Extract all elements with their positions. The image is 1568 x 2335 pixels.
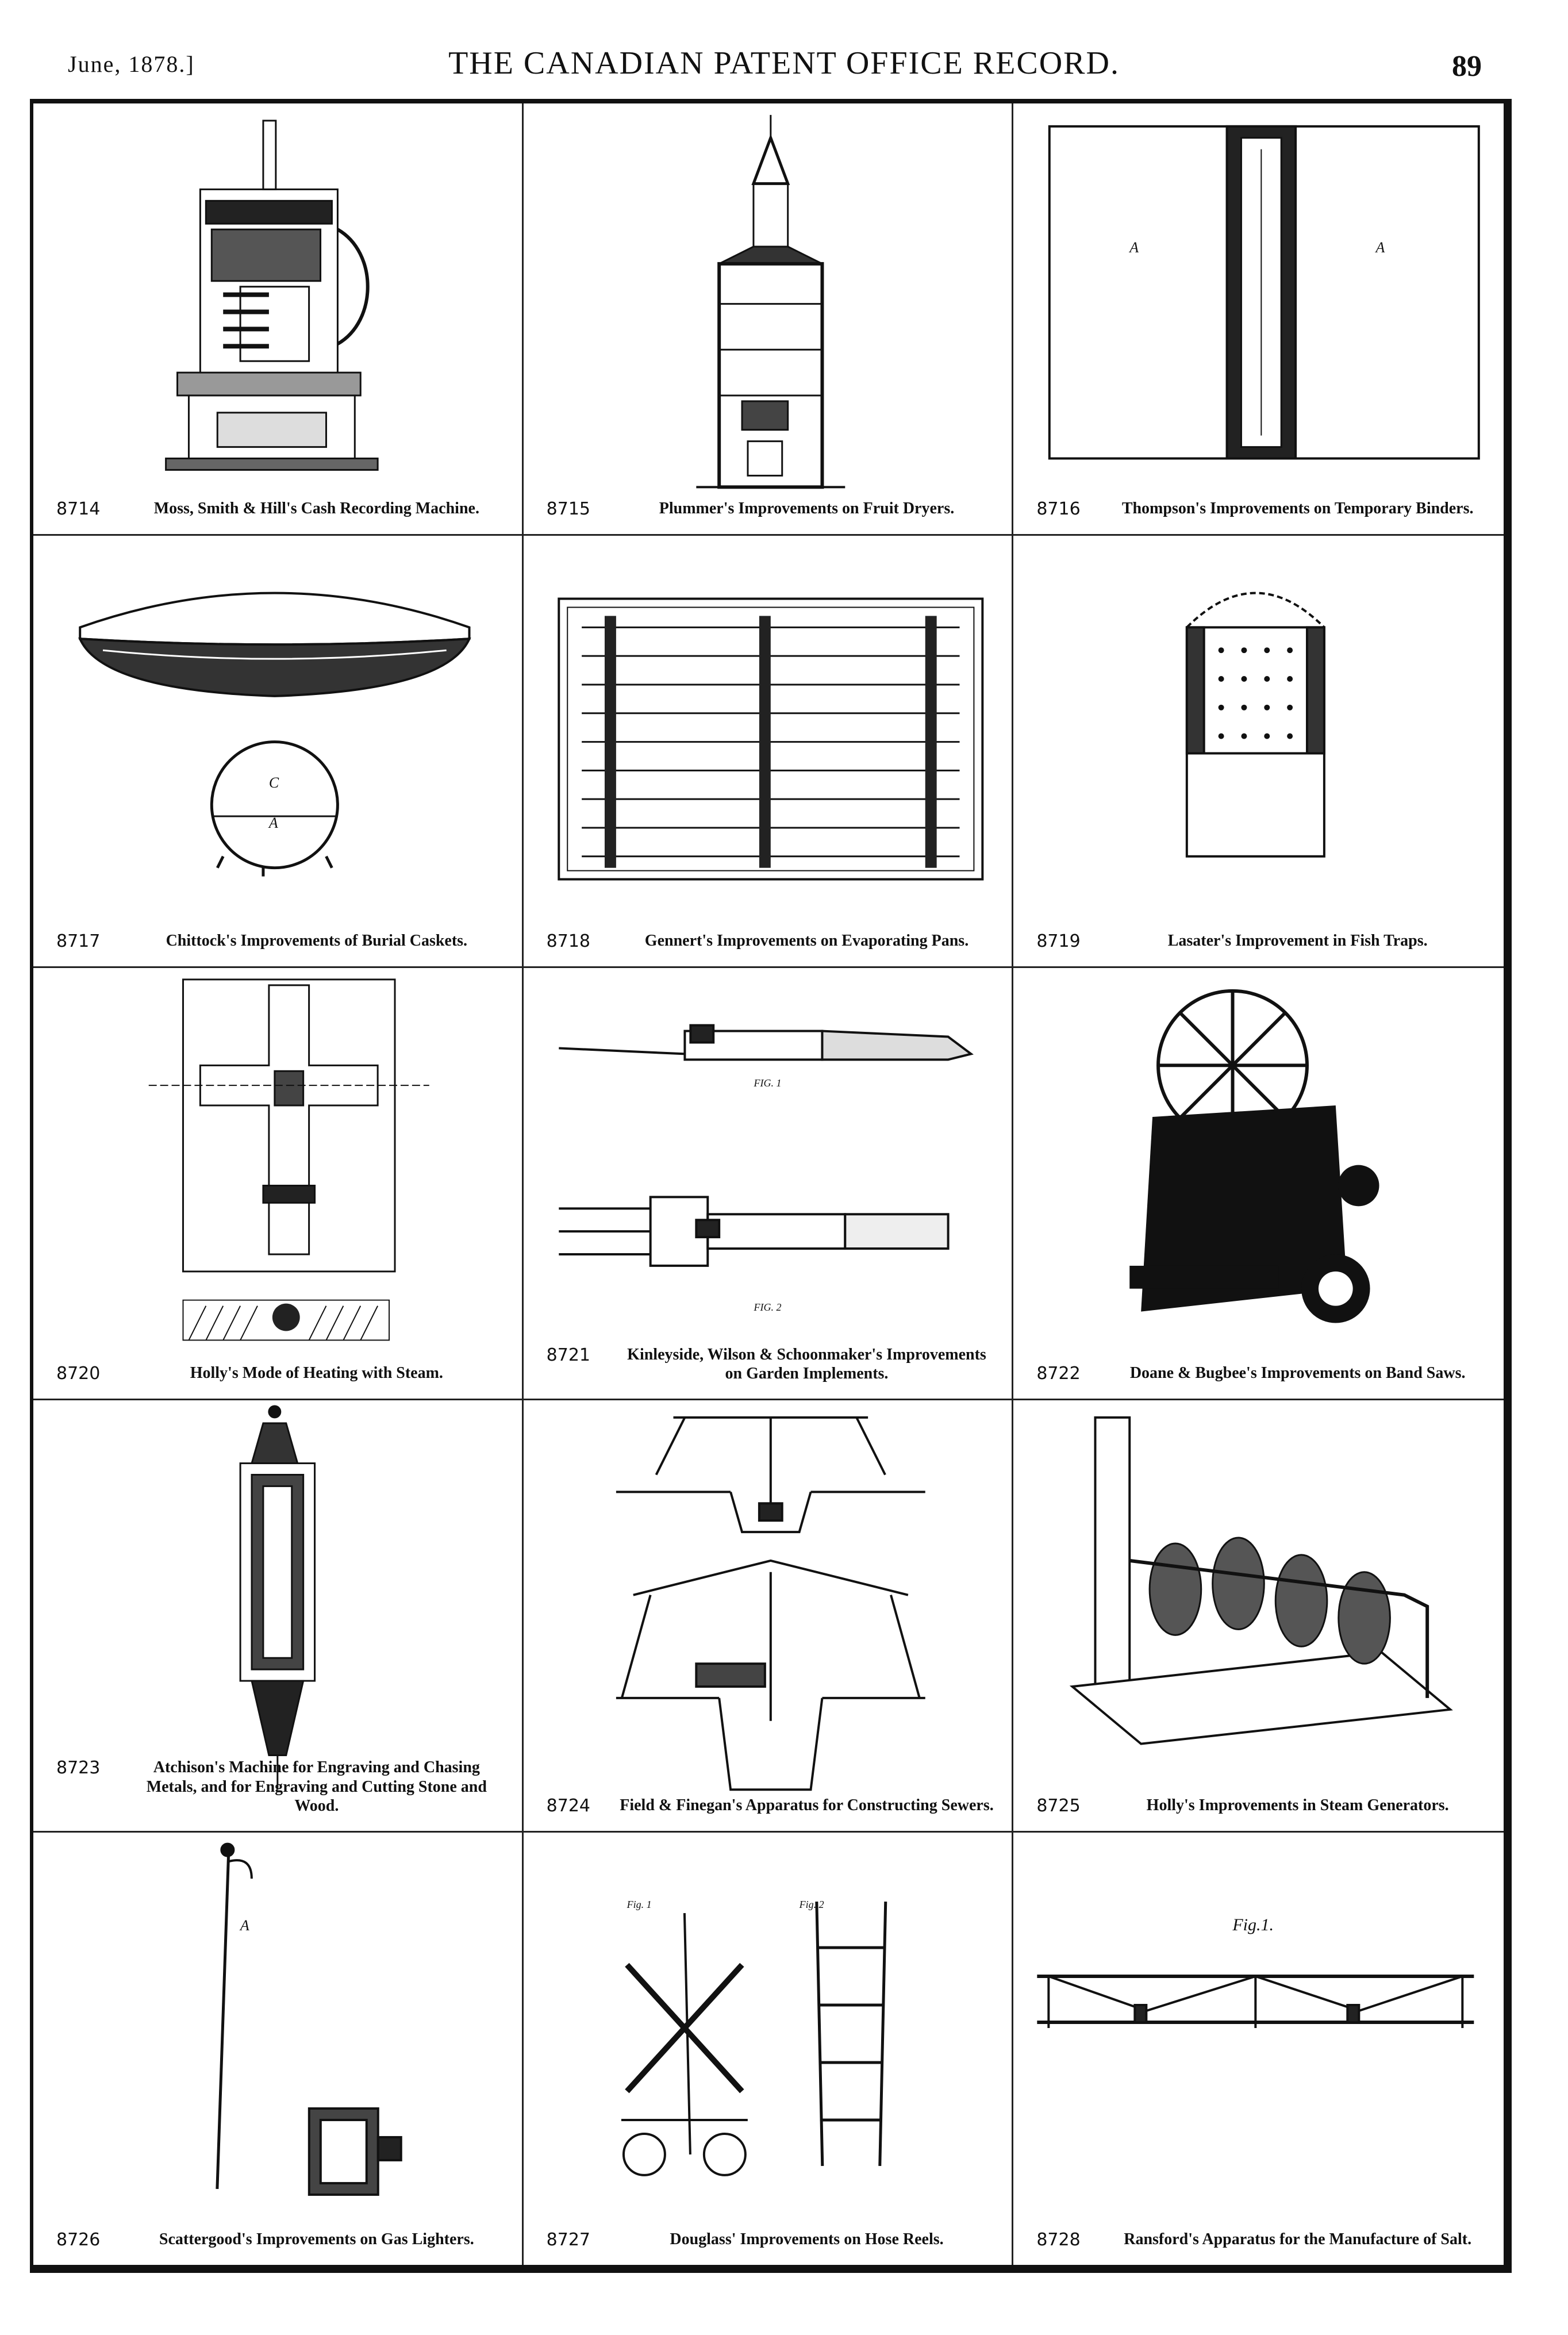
patent-title: Moss, Smith & Hill's Cash Recording Mach… [153, 500, 479, 517]
patent-number: 8724 [546, 1796, 591, 1816]
caption-8728: 8728 Ransford's Apparatus for the Manufa… [1036, 2230, 1486, 2250]
patent-number: 8722 [1036, 1364, 1081, 1384]
patent-cell-8721: FIG. 1 FIG. 2 8721 Kinleyside, Wilson & … [523, 968, 1014, 1400]
patent-number: 8717 [56, 931, 101, 951]
engraving-machine-drawing [239, 1405, 316, 1790]
patent-cell-8727: Fig. 1 Fig. 2 8727 Douglass' Improvement… [524, 1833, 1014, 2265]
patent-cell-8715: 8715 Plummer's Improvements on Fruit Dry… [523, 103, 1014, 536]
patent-number: 8721 [546, 1345, 591, 1365]
caption-8721: 8721 Kinleyside, Wilson & Schoonmaker's … [547, 1345, 995, 1384]
patent-cell-8724: 8724 Field & Finegan's Apparatus for Con… [523, 1400, 1014, 1833]
patent-cell-8723: 8723 Atchison's Machine for Engraving an… [33, 1400, 524, 1833]
caption-8725: 8725 Holly's Improvements in Steam Gener… [1036, 1796, 1486, 1816]
patent-number: 8726 [56, 2230, 101, 2250]
patent-title: Thompson's Improvements on Temporary Bin… [1121, 500, 1474, 517]
patent-number: 8720 [56, 1364, 101, 1384]
patent-title: Atchison's Machine for Engraving and Cha… [146, 1758, 487, 1815]
patent-title: Ransford's Apparatus for the Manufacture… [1124, 2230, 1472, 2248]
caption-8724: 8724 Field & Finegan's Apparatus for Con… [547, 1796, 995, 1816]
garden-implement-drawing [558, 1024, 974, 1267]
patent-title: Chittock's Improvements of Burial Casket… [166, 932, 468, 950]
svg-text:A: A [239, 1917, 249, 1934]
svg-text:A: A [1129, 239, 1139, 256]
patent-title: Field & Finegan's Apparatus for Construc… [620, 1796, 994, 1814]
svg-text:A: A [268, 815, 278, 831]
patent-title: Kinleyside, Wilson & Schoonmaker's Impro… [627, 1345, 986, 1383]
caption-8718: 8718 Gennert's Improvements on Evaporati… [547, 931, 995, 951]
patent-cell-8722: 8722 Doane & Bugbee's Improvements on Ba… [1013, 968, 1504, 1400]
patent-title: Lasater's Improvement in Fish Traps. [1167, 932, 1428, 950]
svg-text:A: A [1375, 239, 1385, 256]
page-number: 89 [1452, 50, 1482, 83]
casket-drawing: C A [78, 592, 471, 877]
patent-cell-8718: 8718 Gennert's Improvements on Evaporati… [523, 536, 1014, 968]
patent-title: Plummer's Improvements on Fruit Dryers. [659, 500, 955, 517]
band-saw-drawing [1129, 989, 1379, 1323]
svg-text:Fig.1.: Fig.1. [1232, 1915, 1274, 1934]
patent-number: 8714 [56, 499, 101, 519]
fish-trap-drawing [1186, 592, 1326, 858]
steam-generator-drawing [1070, 1416, 1454, 1745]
fruit-dryer-drawing [695, 114, 845, 489]
publication-title: THE CANADIAN PATENT OFFICE RECORD. [448, 45, 1120, 81]
patent-cell-8725: 8725 Holly's Improvements in Steam Gener… [1013, 1400, 1504, 1833]
caption-8719: 8719 Lasater's Improvement in Fish Traps… [1036, 931, 1486, 951]
caption-8727: 8727 Douglass' Improvements on Hose Reel… [547, 2230, 995, 2250]
patent-number: 8727 [546, 2230, 591, 2250]
page-header: June, 1878.] THE CANADIAN PATENT OFFICE … [0, 0, 1568, 103]
fig-1-label: FIG. 1 [754, 1077, 782, 1089]
sewer-apparatus-drawing [616, 1416, 925, 1791]
hose-reel-drawing [621, 1902, 887, 2176]
patent-number: 8728 [1036, 2230, 1081, 2250]
caption-8714: 8714 Moss, Smith & Hill's Cash Recording… [56, 499, 505, 519]
patent-cell-8726: A 8726 Scattergood's Improvements on Gas… [33, 1833, 524, 2265]
patent-number: 8715 [546, 499, 591, 519]
patent-number: 8719 [1036, 931, 1081, 951]
patent-number: 8718 [546, 931, 591, 951]
issue-date: June, 1878.] [68, 51, 195, 77]
caption-8722: 8722 Doane & Bugbee's Improvements on Ba… [1036, 1364, 1486, 1384]
fig-1-label: Fig. 1 [627, 1899, 652, 1910]
patent-cell-8717: C A 8717 Chittock's Improvements of Buri… [33, 536, 524, 968]
gas-lighter-drawing: A [216, 1842, 402, 2196]
patent-number: 8723 [56, 1758, 101, 1779]
fig-2-label: FIG. 2 [754, 1301, 782, 1313]
patent-cell-8719: 8719 Lasater's Improvement in Fish Traps… [1013, 536, 1504, 968]
evaporating-pan-drawing [557, 597, 983, 881]
cash-register-drawing [165, 120, 379, 471]
patent-cell-8720: 8720 Holly's Mode of Heating with Steam. [33, 968, 524, 1400]
binder-drawing: A A [1048, 125, 1481, 460]
patent-title: Doane & Bugbee's Improvements on Band Sa… [1129, 1364, 1466, 1382]
patent-title: Holly's Mode of Heating with Steam. [190, 1364, 443, 1382]
steam-heating-drawing [148, 978, 429, 1341]
caption-8716: 8716 Thompson's Improvements on Temporar… [1036, 499, 1486, 519]
svg-text:C: C [269, 774, 279, 791]
patent-cell-8714: 8714 Moss, Smith & Hill's Cash Recording… [33, 103, 524, 536]
fig-2-label: Fig. 2 [799, 1899, 824, 1910]
caption-8717: 8717 Chittock's Improvements of Burial C… [56, 931, 505, 951]
salt-apparatus-drawing: Fig.1. [1037, 1915, 1474, 2028]
patent-grid: 8714 Moss, Smith & Hill's Cash Recording… [33, 103, 1504, 2265]
caption-8726: 8726 Scattergood's Improvements on Gas L… [56, 2230, 505, 2250]
patent-title: Scattergood's Improvements on Gas Lighte… [159, 2230, 474, 2248]
patent-cell-8728: Fig.1. 8728 Ransford's Apparatus for the… [1013, 1833, 1504, 2265]
caption-8723: 8723 Atchison's Machine for Engraving an… [56, 1758, 505, 1816]
patent-title: Holly's Improvements in Steam Generators… [1146, 1796, 1449, 1814]
patent-cell-8716: A A 8716 Thompson's Improvements on Temp… [1013, 103, 1504, 536]
patent-title: Douglass' Improvements on Hose Reels. [670, 2230, 944, 2248]
page-frame [30, 99, 1512, 2273]
caption-8715: 8715 Plummer's Improvements on Fruit Dry… [547, 499, 995, 519]
patent-title: Gennert's Improvements on Evaporating Pa… [644, 932, 969, 950]
patent-number: 8716 [1036, 499, 1081, 519]
patent-number: 8725 [1036, 1796, 1081, 1816]
caption-8720: 8720 Holly's Mode of Heating with Steam. [56, 1364, 505, 1384]
